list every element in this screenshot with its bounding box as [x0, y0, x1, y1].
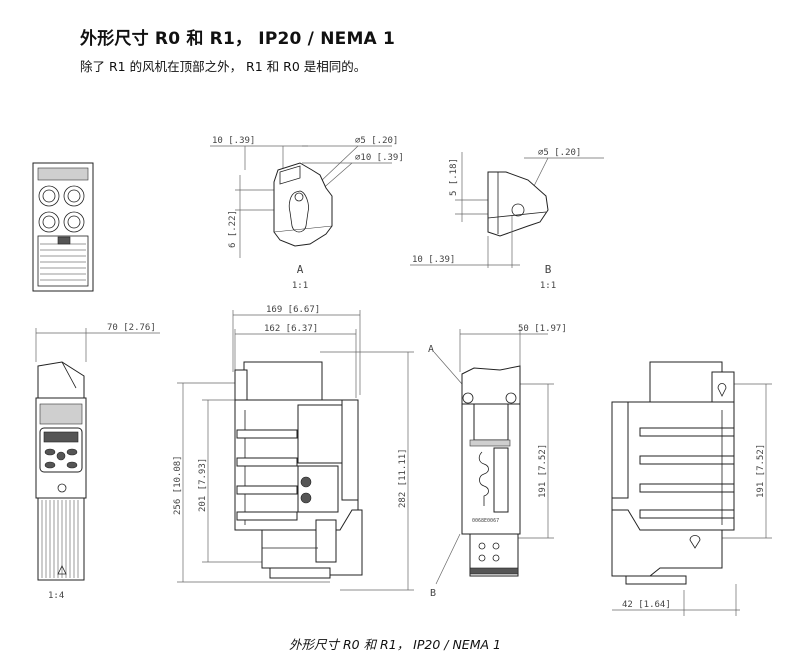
- detail-a-label: A: [297, 263, 304, 276]
- dim-width-side: 50 [1.97]: [518, 324, 567, 334]
- dim-b-bottom: 10 [.39]: [412, 255, 455, 265]
- front-view: 70 [2.76] 1:4: [35, 323, 160, 601]
- dim-a-hole-small: ∅5 [.20]: [355, 136, 398, 146]
- dim-a-vert: 6 [.22]: [228, 210, 238, 248]
- dim-a-top: 10 [.39]: [212, 136, 255, 146]
- detail-b-label: B: [545, 263, 552, 276]
- detail-b-scale: 1:1: [540, 281, 556, 291]
- front-scale: 1:4: [48, 591, 64, 601]
- dim-width-body: 162 [6.37]: [264, 324, 318, 334]
- dim-a-hole-large: ∅10 [.39]: [355, 153, 404, 163]
- side-view: 169 [6.67] 162 [6.37] 256 [10.08] 201 [7…: [173, 305, 414, 591]
- figure-caption: 外形尺寸 R0 和 R1， IP20 / NEMA 1: [289, 637, 501, 652]
- pointer-b: B: [430, 588, 436, 599]
- page-title: 外形尺寸 R0 和 R1， IP20 / NEMA 1: [80, 29, 396, 49]
- dim-height-overall: 282 [11.11]: [398, 448, 408, 508]
- dim-height-back: 191 [7.52]: [756, 444, 766, 498]
- page-subtitle: 除了 R1 的风机在顶部之外， R1 和 R0 是相同的。: [80, 59, 367, 74]
- rear-view: 50 [1.97] 191 [7.52] A B 0068E0067: [428, 324, 567, 599]
- dim-width-overall: 169 [6.67]: [266, 305, 320, 315]
- detail-b: ∅5 [.20] 5 [.18] 10 [.39] B 1:1: [410, 148, 604, 291]
- detail-a: 10 [.39] ∅5 [.20] ∅10 [.39] 6 [.22] A 1:…: [210, 136, 404, 291]
- dim-height-inner: 201 [7.93]: [198, 458, 208, 512]
- detail-a-scale: 1:1: [292, 281, 308, 291]
- pointer-a: A: [428, 344, 434, 355]
- dim-width-back-bottom: 42 [1.64]: [622, 600, 671, 610]
- dim-depth-front: 70 [2.76]: [107, 323, 156, 333]
- dim-b-vert: 5 [.18]: [449, 158, 459, 196]
- dim-height-mount: 256 [10.08]: [173, 455, 183, 515]
- top-view-small: [32, 162, 94, 292]
- unit-code: 0068E0067: [472, 518, 499, 524]
- dim-b-hole: ∅5 [.20]: [538, 148, 581, 158]
- dim-height-side: 191 [7.52]: [538, 444, 548, 498]
- opposite-side-view: 191 [7.52] 42 [1.64]: [611, 361, 772, 616]
